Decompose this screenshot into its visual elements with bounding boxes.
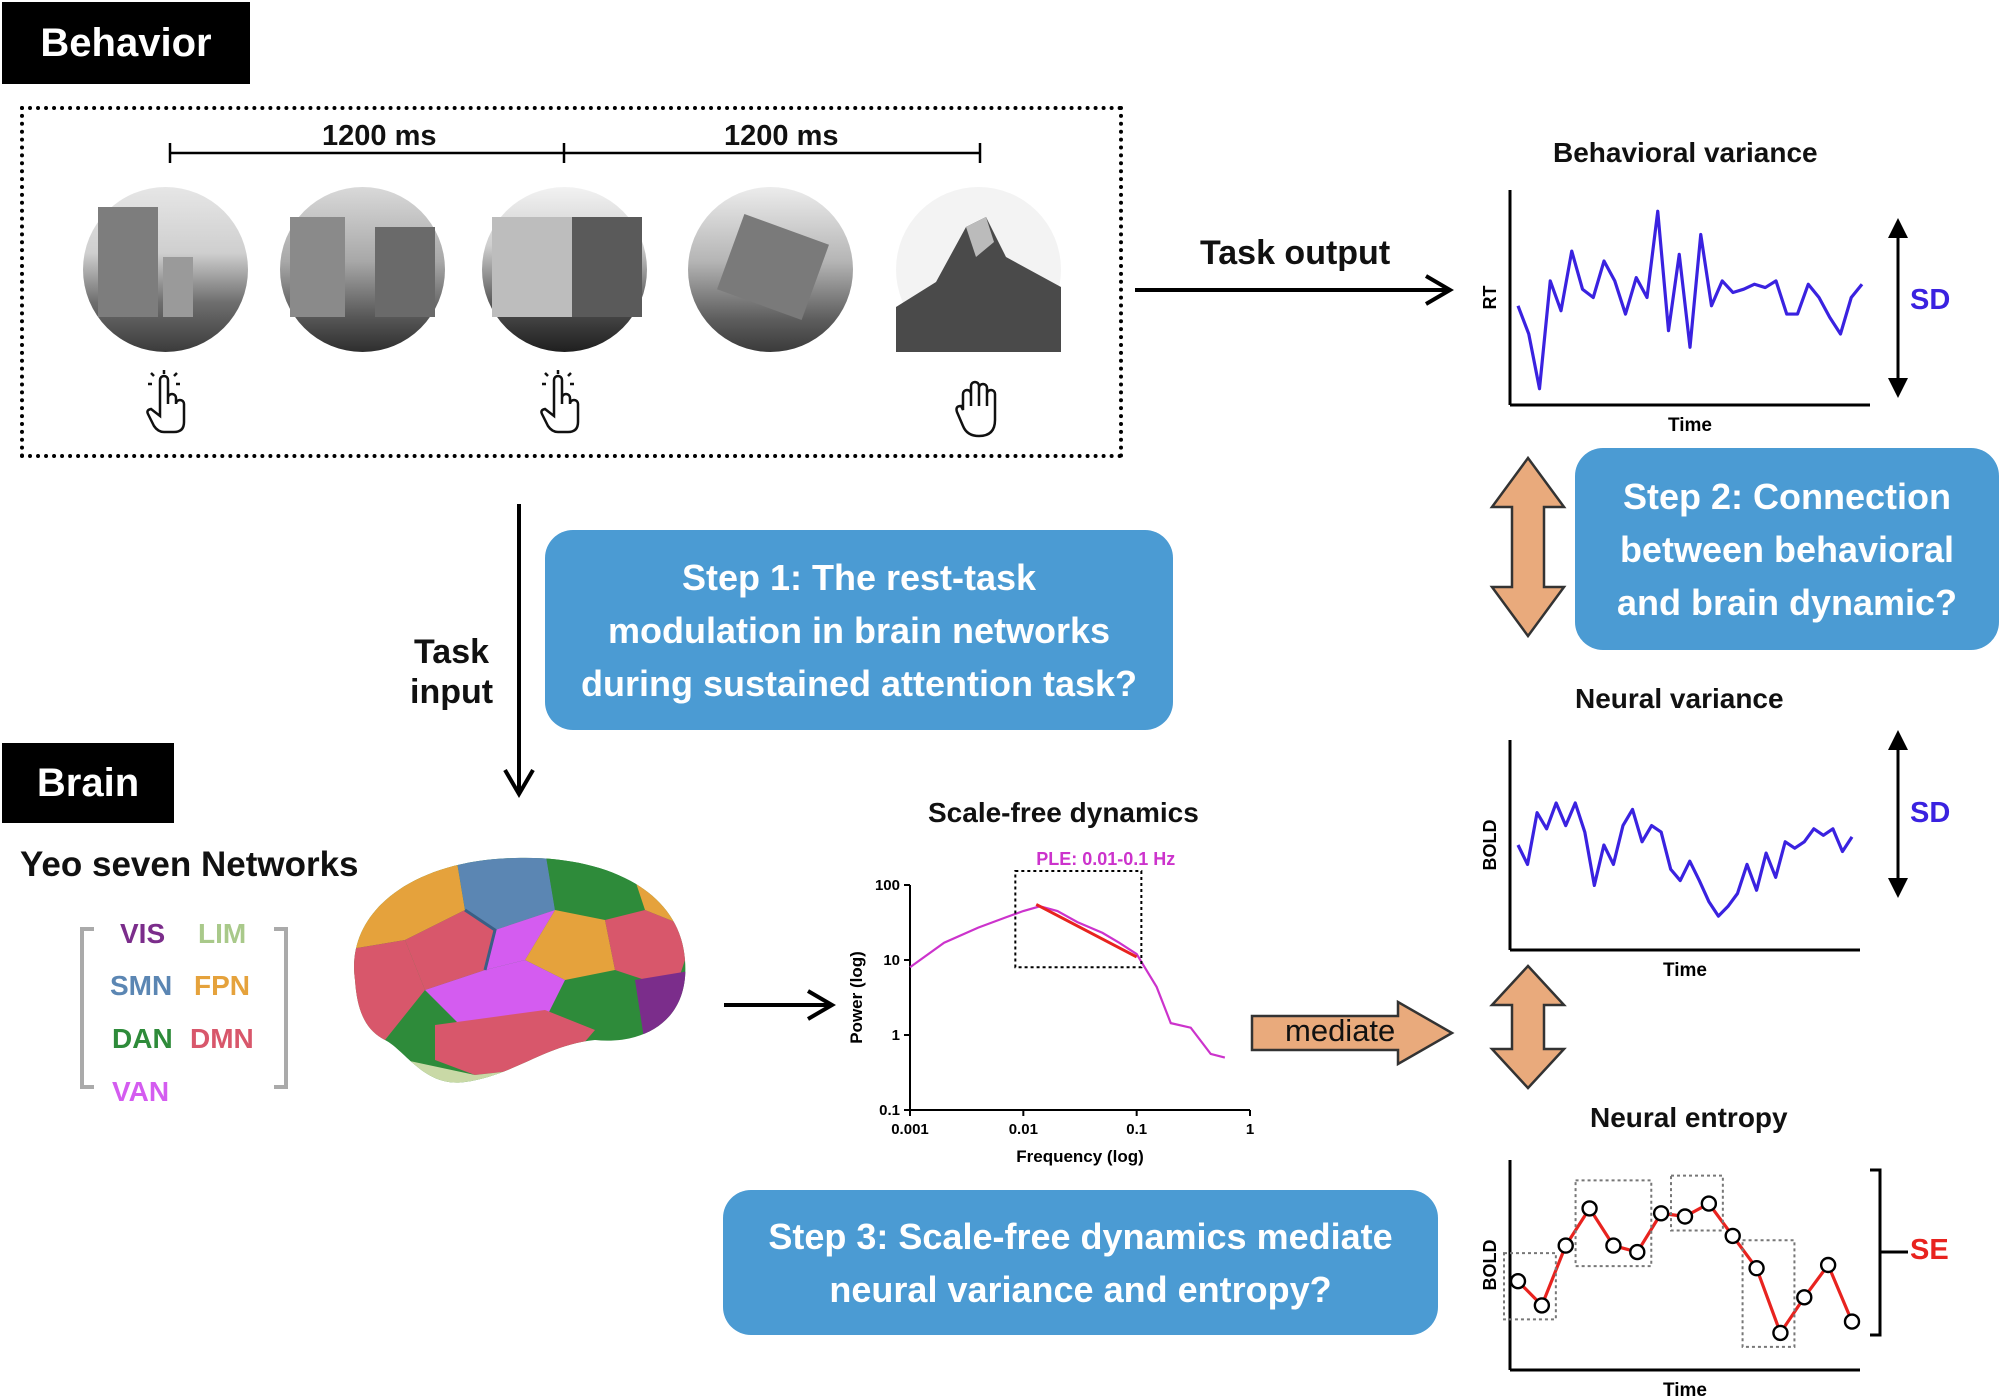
network-label-smn: SMN [110,970,173,1001]
se-bracket [1870,1168,1882,1337]
data-point [1772,1324,1789,1342]
stimulus-image-city-3 [482,187,647,352]
x-tick-label: 1 [1246,1121,1254,1138]
network-label-fpn: FPN [194,970,250,1001]
stimulus-image-city-1 [83,187,248,352]
ple-fit-line [1035,903,1138,959]
sd-arrow-head-down [1888,878,1908,898]
y-axis-label: BOLD [1480,1240,1500,1291]
data-point [1533,1297,1551,1314]
data-point [1629,1243,1646,1261]
interval-label-2: 1200 ms [724,120,839,152]
data-point [1724,1227,1741,1245]
y-axis-label: RT [1480,286,1500,310]
yeo-title: Yeo seven Networks [20,845,359,884]
y-tick-label: 10 [883,952,900,969]
spectrum-line [909,905,1226,1059]
series-line [1516,801,1854,918]
y-tick-label: 1 [892,1027,900,1044]
stimulus-image-blend [688,187,853,352]
behavioral-variance-sd: SD [1910,284,1951,316]
x-tick-label: 0.1 [1126,1121,1147,1138]
sd-arrow-head-down [1888,378,1908,398]
data-point [1819,1256,1837,1274]
data-point [1843,1313,1861,1330]
data-point [1509,1272,1527,1290]
network-label-lim: LIM [198,918,247,949]
brain-to-spectrum-arrow [724,989,836,1021]
ple-label: PLE: 0.01-0.1 Hz [1036,849,1175,869]
network-label-vis: VIS [120,918,166,949]
network-label-dmn: DMN [190,1023,254,1054]
ple-window-box [1014,870,1143,969]
sd-arrow-head-up [1888,730,1908,750]
tap-hand-icon [540,370,586,441]
pattern-window-box [1670,1174,1724,1232]
neural-entropy-chart: BOLD Time [1480,1160,1908,1399]
network-legend-brackets [80,927,288,1089]
pattern-window-box [1574,1179,1653,1268]
x-axis-label: Time [1663,1380,1707,1399]
data-point [1557,1237,1574,1254]
neural-variance-title: Neural variance [1575,683,1784,714]
pattern-window-box [1503,1252,1557,1321]
neural-variance-chart: BOLD Time [1480,730,1908,981]
data-point [1676,1208,1694,1225]
x-tick-label: 0.001 [891,1121,929,1138]
connection-arrow-upper [1489,455,1567,639]
behavioral-variance-title: Behavioral variance [1553,137,1818,168]
neural-entropy-title: Neural entropy [1590,1102,1788,1133]
tap-hand-icon [146,370,192,441]
brain-illustration [354,857,686,1083]
stimulus-image-city-2 [280,187,445,352]
stimulus-image-mountain [896,187,1061,352]
data-point [1700,1195,1718,1212]
y-tick-label: 0.1 [879,1102,900,1119]
x-axis-label: Time [1668,415,1712,436]
behavior-panel [20,106,1123,458]
y-axis-label: BOLD [1480,820,1500,871]
behavioral-variance-chart: RT Time [1480,190,1908,436]
data-point [1581,1200,1598,1217]
mediate-arrow [1250,999,1455,1067]
data-point [1652,1205,1670,1222]
brain-tag: Brain [2,743,174,823]
x-tick-label: 0.01 [1009,1121,1038,1138]
pattern-window-box [1741,1239,1796,1348]
interval-label-1: 1200 ms [322,120,437,152]
y-axis-label: Power (log) [847,951,866,1044]
stop-hand-icon [955,380,1005,443]
task-output-label: Task output [1200,234,1391,272]
y-tick-label: 100 [875,877,900,894]
task-input-arrow [503,504,535,798]
network-label-van: VAN [112,1076,170,1107]
data-point [1748,1260,1765,1277]
task-output-arrow [1135,274,1454,306]
scale-free-title: Scale-free dynamics [928,797,1199,828]
behavior-tag: Behavior [2,2,250,84]
mediate-label: mediate [1285,1013,1396,1048]
data-point [1605,1237,1622,1254]
sd-arrow-head-up [1888,218,1908,238]
x-axis-label: Frequency (log) [1016,1147,1144,1166]
neural-variance-sd: SD [1910,797,1951,829]
data-point [1796,1289,1813,1306]
series-line [1516,209,1864,391]
x-axis-label: Time [1663,960,1707,981]
network-label-dan: DAN [112,1023,173,1054]
timeline-ruler [168,143,982,163]
connection-arrow-lower [1489,964,1567,1090]
neural-entropy-se: SE [1910,1234,1949,1266]
